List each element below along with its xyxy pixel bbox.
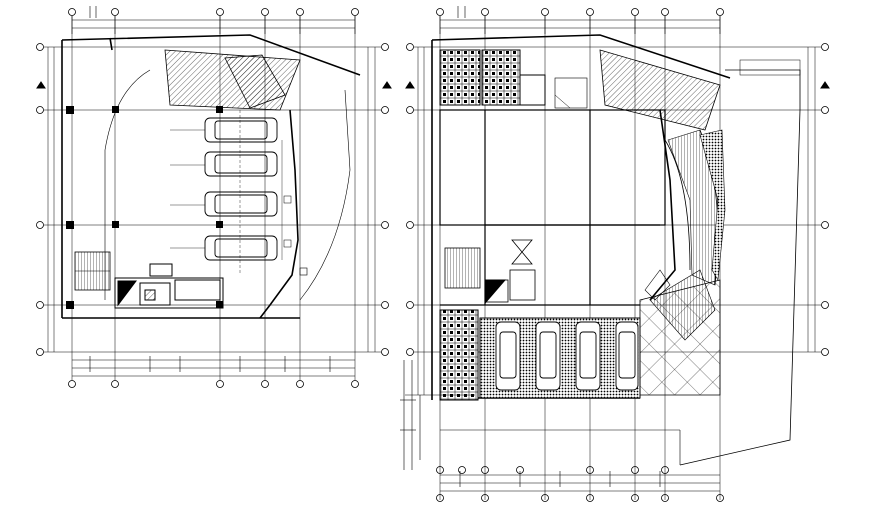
left-floor-plan <box>36 6 392 388</box>
left-columns <box>66 106 223 309</box>
right-parking-cars <box>495 321 639 391</box>
right-room-frames <box>439 109 666 306</box>
right-site-boundary <box>679 69 801 466</box>
left-top-grid-bubbles <box>68 8 359 16</box>
right-bottom-grid-bubbles <box>436 466 724 502</box>
right-floor-plan <box>400 6 830 502</box>
left-horizontal-grid <box>44 46 381 353</box>
right-stairs <box>444 247 481 289</box>
left-bottom-grid-bubbles <box>68 380 359 388</box>
left-ramp-edge <box>299 89 351 301</box>
right-tiled-room-2 <box>481 49 521 106</box>
left-walls <box>61 34 361 319</box>
left-service-rooms <box>114 263 224 309</box>
right-side-grid-bubbles <box>406 43 829 356</box>
left-shaft <box>299 267 308 276</box>
right-tiled-room-1 <box>439 49 481 106</box>
right-small-room <box>519 74 546 106</box>
right-bottom-dimensions <box>440 471 720 492</box>
right-top-grid-bubbles <box>436 8 724 16</box>
left-side-grid-bubbles <box>36 43 389 356</box>
left-top-dimensions <box>71 6 356 34</box>
right-entry-tiles <box>439 309 479 401</box>
right-ramp-hatch <box>599 49 721 131</box>
left-bottom-dimensions <box>72 356 355 377</box>
right-stair-landing <box>699 129 726 281</box>
right-driveway <box>405 394 681 465</box>
left-ramp-curve <box>104 69 151 300</box>
left-ramp-hatch-2 <box>224 54 286 109</box>
left-parking-cars <box>170 110 292 275</box>
right-left-dimensions <box>400 360 416 470</box>
